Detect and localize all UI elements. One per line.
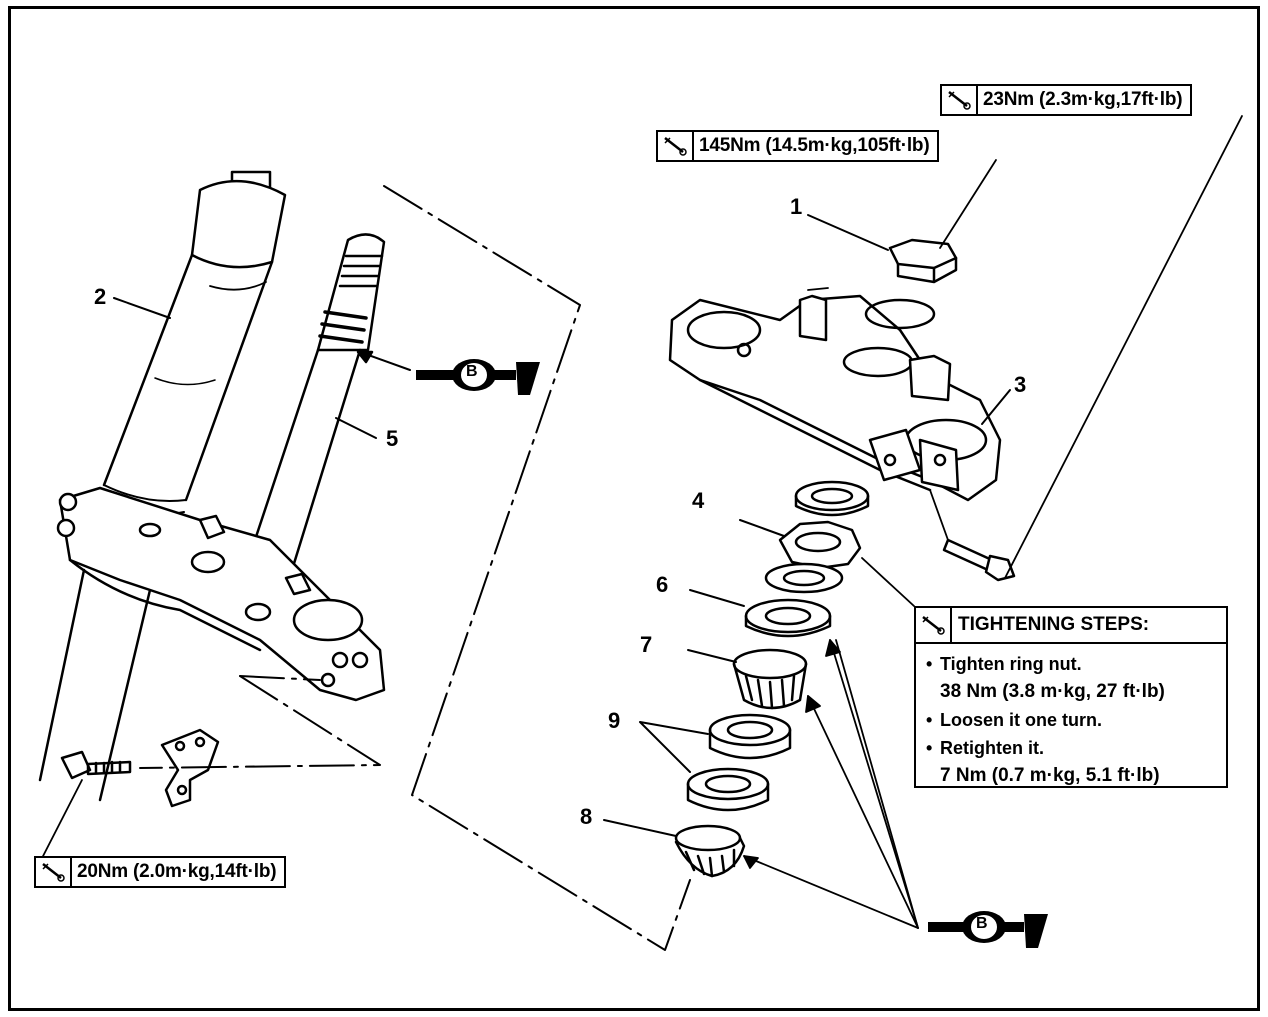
callout-6: 6	[656, 572, 669, 597]
step-1: •Tighten ring nut.	[926, 654, 1082, 674]
lower-bearing	[603, 819, 746, 878]
grease-label-bottom: B	[976, 915, 988, 932]
torque-spec-steering-nut: 145Nm (14.5m·kg,105ft·lb)	[656, 130, 940, 162]
upper-pinch-bolt	[929, 489, 1016, 582]
callout-9: 9	[608, 708, 621, 733]
callout-3: 3	[1014, 372, 1027, 397]
lock-washer	[764, 562, 844, 594]
ring-nut	[739, 519, 862, 570]
grease-label-top: B	[466, 363, 478, 380]
step-2: •Loosen it one turn.	[926, 710, 1102, 730]
bearing-races	[639, 713, 792, 812]
lower-pinch-bolt	[60, 750, 132, 780]
lower-bracket	[56, 486, 386, 702]
step-1-value: 38 Nm (3.8 m·kg, 27 ft·lb)	[940, 681, 1165, 702]
tightening-steps-title: TIGHTENING STEPS:	[958, 614, 1150, 635]
torque-wrench-icon	[36, 858, 72, 886]
tightening-steps-box: TIGHTENING STEPS: •Tighten ring nut. 38 …	[914, 606, 1228, 788]
callout-7: 7	[640, 632, 653, 657]
diagram-frame	[8, 6, 1260, 1011]
grease-symbol-bottom	[928, 911, 1048, 948]
callout-4: 4	[692, 488, 705, 513]
assembly-lines	[139, 185, 691, 951]
callout-5: 5	[386, 426, 399, 451]
upper-bearing	[687, 648, 808, 710]
torque-wrench-icon	[942, 86, 978, 114]
callout-8: 8	[580, 804, 593, 829]
callout-1: 1	[790, 194, 803, 219]
torque-value: 23Nm (2.3m·kg,17ft·lb)	[983, 89, 1183, 110]
step-3: •Retighten it.	[926, 738, 1044, 758]
steering-stem	[238, 233, 386, 572]
torque-wrench-icon	[658, 132, 694, 160]
torque-value: 20Nm (2.0m·kg,14ft·lb)	[77, 861, 277, 882]
tightening-steps-list: •Tighten ring nut. 38 Nm (3.8 m·kg, 27 f…	[916, 644, 1226, 790]
callout-leaders	[113, 297, 1011, 439]
grease-arrows	[743, 639, 919, 929]
tightening-steps-header: TIGHTENING STEPS:	[916, 608, 1226, 644]
torque-leaders	[39, 115, 1243, 863]
torque-value: 145Nm (14.5m·kg,105ft·lb)	[699, 135, 930, 156]
washer-upper	[794, 480, 870, 517]
upper-bracket	[668, 294, 1002, 502]
grease-symbol-top	[356, 350, 540, 395]
fork-tube	[38, 170, 287, 802]
torque-spec-lower-bolt: 20Nm (2.0m·kg,14ft·lb)	[34, 856, 287, 888]
torque-wrench-icon	[916, 608, 952, 642]
torque-spec-pinch-bolt: 23Nm (2.3m·kg,17ft·lb)	[940, 84, 1193, 116]
steering-stem-nut	[807, 214, 958, 284]
step-3-value: 7 Nm (0.7 m·kg, 5.1 ft·lb)	[940, 765, 1160, 786]
callout-2: 2	[94, 284, 107, 309]
dust-seal	[689, 589, 832, 638]
